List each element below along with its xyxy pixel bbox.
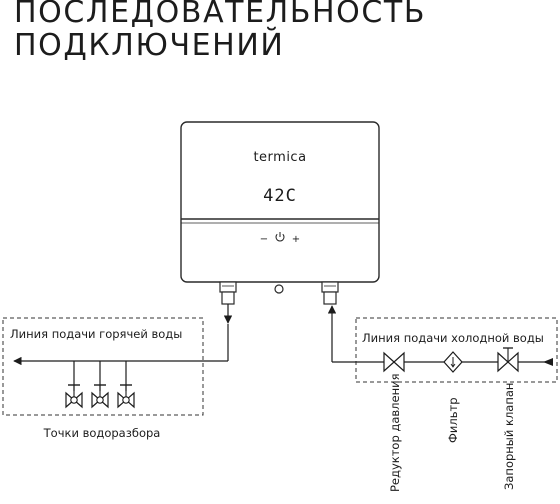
tap-icon [117, 361, 135, 409]
cold-line-frame [355, 317, 558, 383]
heater-brand: termica [253, 150, 306, 165]
cold-flow-arrow [543, 358, 553, 366]
heater-display: 42C [263, 186, 297, 206]
tap-icon [65, 361, 83, 409]
heater-mount-screw [274, 284, 284, 294]
minus-button[interactable]: − [260, 234, 268, 245]
shutoff-valve-label: Запорный клапан [502, 383, 516, 490]
cold-inlet-fitting [321, 281, 339, 305]
title-line-2: ПОДКЛЮЧЕНИЙ [14, 28, 285, 63]
cold-water-line: Линия подачи холодной воды Редуктор давл… [327, 305, 558, 492]
water-heater: termica 42C − + [180, 121, 380, 305]
page-title: ПОСЛЕДОВАТЕЛЬНОСТЬ ПОДКЛЮЧЕНИЙ [14, 0, 426, 62]
title-line-1: ПОСЛЕДОВАТЕЛЬНОСТЬ [14, 0, 427, 30]
hot-line-label: Линия подачи горячей воды [10, 327, 182, 341]
hot-outlet-fitting [219, 281, 237, 305]
cold-line-label: Линия подачи холодной воды [362, 331, 544, 345]
plus-button[interactable]: + [292, 234, 300, 245]
heater-body [180, 121, 380, 283]
valve-icon [383, 351, 405, 373]
shutoff-valve-icon [497, 347, 519, 373]
draw-off-points-label: Точки водоразбора [43, 426, 161, 440]
pressure-reducer-label: Редуктор давления [388, 373, 402, 492]
tap-icon [91, 361, 109, 409]
hot-water-line: Линия подачи горячей воды Точки водоразб… [2, 304, 233, 440]
power-icon[interactable] [275, 232, 285, 242]
hot-line-frame [2, 317, 204, 416]
filter-label: Фильтр [446, 397, 460, 443]
filter-icon [443, 351, 463, 373]
